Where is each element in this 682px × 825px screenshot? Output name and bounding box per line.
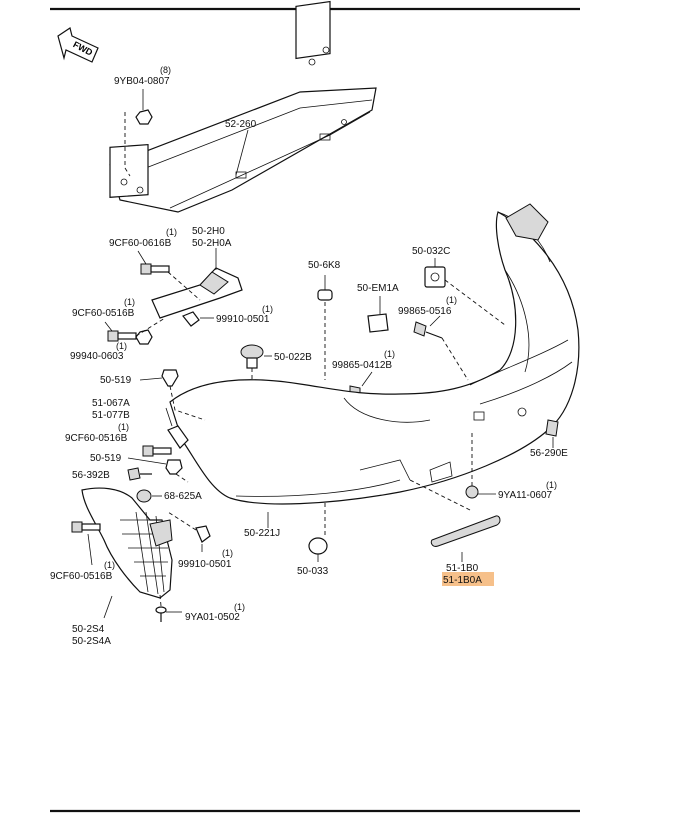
plug-icon — [545, 419, 559, 437]
callout-label: 68-625A — [164, 491, 202, 502]
bumper-reinforcement-beam — [109, 0, 377, 213]
fwd-arrow-icon: FWD — [57, 27, 99, 63]
nut-icon — [135, 329, 153, 345]
callout-label: 50-EM1A — [357, 283, 399, 294]
callout-label: 56-290E — [530, 448, 568, 459]
reflector — [430, 515, 501, 547]
screw-icon — [465, 485, 496, 499]
screw-icon — [413, 315, 443, 339]
clip-icon — [182, 311, 200, 327]
callout-label: 50-2H0 — [192, 226, 225, 237]
callout-qty: (1) — [546, 480, 557, 490]
callout-label: 9YA11-0607 — [498, 490, 553, 501]
clip-icon — [165, 459, 183, 475]
callout-label: 99910-0501 — [178, 559, 232, 570]
pad-icon — [367, 313, 389, 333]
callout-label: 51-1B0 — [446, 563, 479, 574]
callout-label: 99940-0603 — [70, 351, 124, 362]
callout-label: 9CF60-0516B — [72, 308, 135, 319]
clip-icon — [161, 369, 179, 387]
side-bracket — [424, 258, 446, 288]
callout-qty: (1) — [262, 304, 273, 314]
callout-label: 99865-0412B — [332, 360, 392, 371]
callout-label: 50-519 — [90, 453, 122, 464]
callout-label: 51-077B — [92, 410, 130, 421]
bolt-icon — [137, 250, 170, 275]
bracket-clip — [167, 425, 189, 449]
bolt-icon — [71, 521, 101, 566]
callout-label: 9CF60-0516B — [65, 433, 128, 444]
callout-label-highlighted: 51-1B0A — [443, 575, 482, 586]
callout-label: 50-032C — [412, 246, 450, 257]
nut-icon — [135, 109, 153, 125]
callout-label: 99910-0501 — [216, 314, 270, 325]
bumper-bracket — [151, 248, 243, 319]
mud-guard — [81, 487, 173, 599]
callout-qty: (1) — [446, 295, 457, 305]
callout-qty: (1) — [384, 349, 395, 359]
callout-label: 50-2S4 — [72, 624, 105, 635]
plug-icon — [317, 275, 333, 301]
grommet-icon — [136, 489, 162, 503]
plug-icon — [308, 537, 328, 562]
clip-icon — [195, 525, 211, 543]
callout-label: 9YA01-0502 — [185, 612, 240, 623]
bolt-icon — [104, 321, 137, 342]
cap-icon — [240, 344, 272, 369]
callout-qty: (8) — [160, 65, 171, 75]
callout-qty: (1) — [116, 341, 127, 351]
callout-qty: (1) — [104, 560, 115, 570]
callout-label: 9YB04-0807 — [114, 76, 170, 87]
callout-label: 50-221J — [244, 528, 280, 539]
highlighted-callout-bg — [442, 572, 494, 586]
callout-label: 50-2S4A — [72, 636, 111, 647]
rear-bumper-cover — [169, 203, 580, 528]
callout-qty: (1) — [234, 602, 245, 612]
callout-label: 9CF60-0516B — [50, 571, 113, 582]
screw-icon — [155, 606, 182, 622]
callout-label: 56-392B — [72, 470, 110, 481]
callout-qty: (1) — [222, 548, 233, 558]
callout-label: 50-022B — [274, 352, 312, 363]
bolt-icon — [127, 467, 152, 481]
callout-label: 9CF60-0616B — [109, 238, 172, 249]
callout-qty: (1) — [124, 297, 135, 307]
callout-label: 50-033 — [297, 566, 329, 577]
callout-label: 50-6K8 — [308, 260, 341, 271]
bolt-icon — [142, 445, 172, 457]
callout-qty: (1) — [166, 227, 177, 237]
callout-label: 52-260 — [225, 119, 257, 130]
callout-label: 51-067A — [92, 398, 130, 409]
callout-label: 99865-0516 — [398, 306, 452, 317]
callout-label: 50-2H0A — [192, 238, 232, 249]
callout-label: 50-519 — [100, 375, 132, 386]
callout-qty: (1) — [118, 422, 129, 432]
